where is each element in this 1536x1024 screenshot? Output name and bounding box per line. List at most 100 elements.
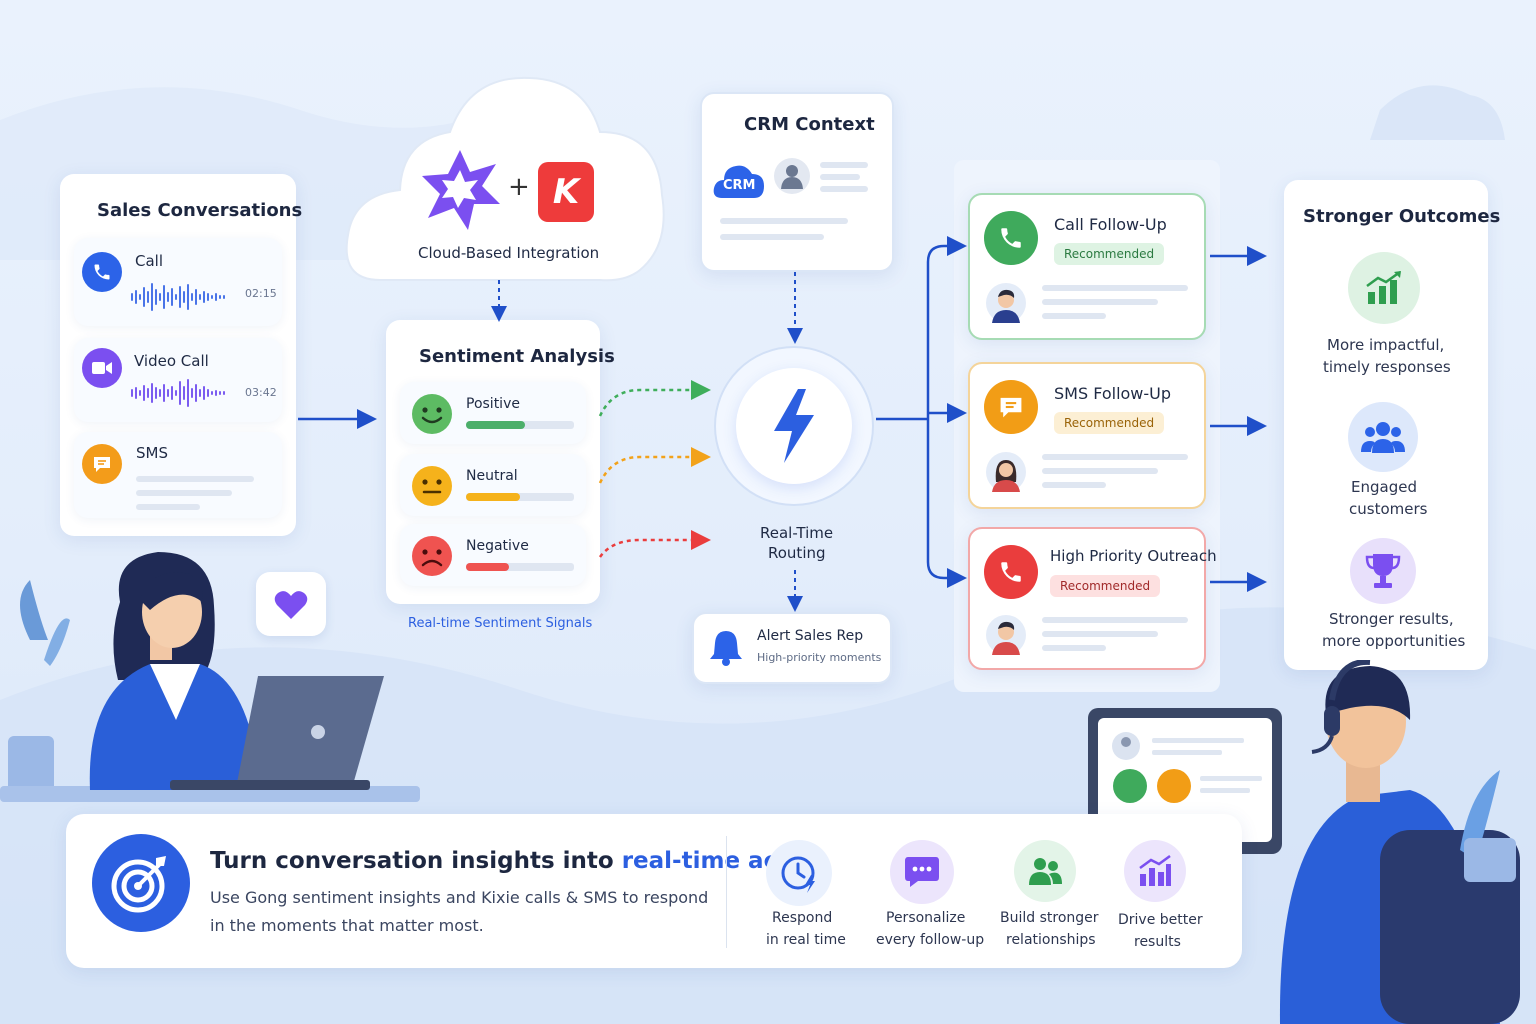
sentiment-bar-track [466,421,574,429]
headline-prefix: Turn conversation insights into [210,848,622,874]
outcome-text: Engaged [1351,478,1417,496]
neutral-face-icon [412,466,452,506]
placeholder-line [1042,468,1158,474]
agent-with-headset-illustration [1088,660,1520,1024]
panel-title: Sentiment Analysis [419,346,615,367]
kixie-logo-icon: K [538,162,594,222]
target-icon [92,834,190,932]
contact-avatar-icon [986,283,1026,323]
followup-card-call[interactable]: Call Follow-Up Recommended [968,193,1206,340]
recommended-badge: Recommended [1054,243,1165,265]
placeholder-line [136,490,232,496]
sentiment-bar-fill [466,421,526,429]
sad-face-icon [412,536,452,576]
growth-chart-icon [1124,840,1186,902]
outcome-text: More impactful, [1327,336,1445,354]
sentiment-bar-track [466,563,574,571]
placeholder-line [1042,482,1106,488]
alert-sales-rep-card[interactable]: Alert Sales Rep High-priority moments [692,612,892,684]
placeholder-line [720,234,824,240]
sentiment-bar-fill [466,493,520,501]
sentiment-bar-track [466,493,574,501]
banner-headline: Turn conversation insights into real-tim… [210,848,828,874]
waveform [131,379,225,407]
panel-title: Sales Conversations [97,200,303,221]
sentiment-analysis-panel: Sentiment Analysis Positive Neutral Nega… [386,320,615,604]
call-duration: 02:15 [245,287,277,300]
sentiment-caption: Real-time Sentiment Signals [408,616,593,631]
stronger-outcomes-panel: Stronger Outcomes More impactful, timely… [1284,180,1500,670]
sentiment-row-positive: Positive [400,382,586,444]
conversation-label: Call [135,252,164,270]
sentiment-label: Neutral [466,468,518,484]
sentiment-bar-fill [466,563,510,571]
phone-icon [984,545,1038,599]
recommended-badge: Recommended [1054,412,1165,434]
conversation-item-video-call[interactable]: Video Call 03:42 [74,338,282,422]
banner-divider [726,836,727,948]
conversation-item-sms[interactable]: SMS [74,432,282,518]
chat-bubble-icon [82,444,122,484]
placeholder-line [136,476,254,482]
sentiment-row-negative: Negative [400,524,586,586]
phone-icon [984,211,1038,265]
sentiment-label: Negative [466,538,529,554]
phone-icon [82,252,122,292]
routing-label-line1: Real-Time [760,524,834,542]
sentiment-label: Positive [466,396,520,412]
sales-conversations-panel: Sales Conversations Call 02:15 Video Cal… [60,174,302,536]
placeholder-line [1042,299,1158,305]
people-group-icon [1348,402,1418,472]
smile-face-icon [412,394,452,434]
outcome-text: customers [1349,500,1428,518]
sentiment-row-neutral: Neutral [400,454,586,516]
chat-bubble-icon [984,380,1038,434]
followup-card-high-priority[interactable]: High Priority Outreach Recommended [968,527,1217,670]
placeholder-line [136,504,200,510]
waveform [131,283,225,311]
heart-icon [274,591,308,619]
placeholder-line [1042,617,1188,623]
clock-lightning-icon [766,840,832,906]
contact-avatar-icon [986,452,1026,492]
placeholder-line [1042,645,1106,651]
contact-avatar-icon [986,615,1026,655]
feature-line1: Respond [772,910,833,926]
crm-context-panel: CRM Context CRM [700,92,894,272]
outcome-text: more opportunities [1322,632,1466,650]
placeholder-line [1042,313,1106,319]
followup-card-sms[interactable]: SMS Follow-Up Recommended [968,362,1206,509]
placeholder-line [820,174,860,180]
conversation-label: SMS [136,444,168,462]
woman-with-laptop-illustration [0,552,420,802]
feature-line1: Build stronger [1000,910,1099,926]
video-camera-icon [82,348,122,388]
followup-title: High Priority Outreach [1050,547,1217,565]
cloud-label: Cloud-Based Integration [418,244,600,262]
placeholder-line [820,186,868,192]
banner-body-line1: Use Gong sentiment insights and Kixie ca… [210,888,709,907]
chat-dots-icon [890,840,954,904]
plus-sign: + [508,172,530,202]
recommended-badge: Recommended [1050,575,1161,597]
placeholder-line [820,162,868,168]
placeholder-line [1042,454,1188,460]
feature-line2: relationships [1006,932,1096,948]
crm-badge: CRM [723,178,756,193]
banner-body-line2: in the moments that matter most. [210,916,484,935]
cloud-shape [345,76,665,282]
bottom-banner: Turn conversation insights into real-tim… [66,814,1242,968]
panel-title: Stronger Outcomes [1303,206,1501,227]
feature-line1: Personalize [886,910,966,926]
routing-hub-outer [714,346,874,506]
routing-hub-inner [736,368,852,484]
lightning-bolt-icon [774,389,814,463]
contact-avatar-icon [774,158,810,194]
bell-icon [710,631,742,666]
people-connect-icon [1014,840,1076,902]
heart-chat-bubble [256,572,326,636]
feature-line2: results [1134,934,1181,950]
conversation-item-call[interactable]: Call 02:15 [74,238,282,326]
placeholder-line [1042,631,1158,637]
